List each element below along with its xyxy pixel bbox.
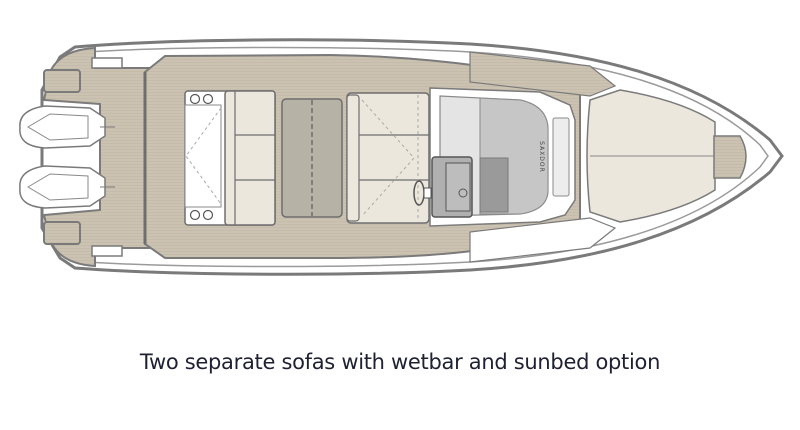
steering-wheel-icon xyxy=(413,180,432,206)
engine-starboard xyxy=(19,165,115,209)
engine-port xyxy=(19,105,115,149)
plan-caption: Two separate sofas with wetbar and sunbe… xyxy=(139,350,661,374)
outboard-engines xyxy=(19,105,115,209)
bow-sunpad xyxy=(586,89,747,223)
center-sunbed xyxy=(281,98,343,218)
boat-deck-plan: SAXDOR xyxy=(19,38,784,276)
helm-console: SAXDOR xyxy=(413,87,576,227)
forward-sofa xyxy=(346,92,430,224)
console-brand-label: SAXDOR xyxy=(538,141,545,173)
port-side-pad xyxy=(469,51,617,97)
swim-platform xyxy=(42,46,166,268)
starboard-side-pad xyxy=(469,217,617,263)
aft-sofa xyxy=(184,90,276,226)
